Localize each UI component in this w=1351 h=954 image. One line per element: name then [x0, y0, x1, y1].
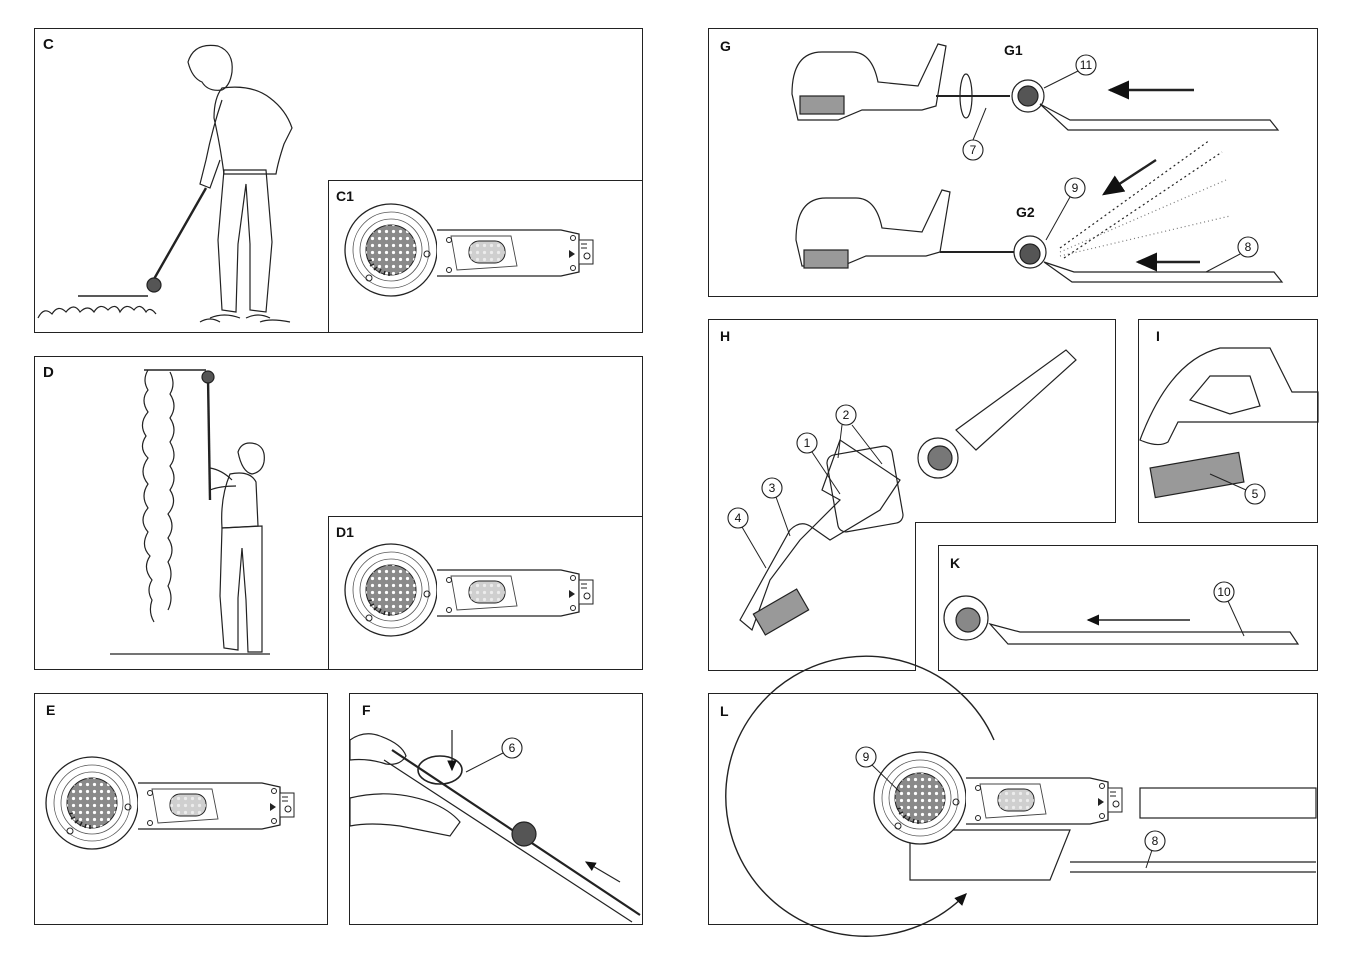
callout-4-text: 4: [735, 511, 742, 525]
callout-8-l-text: 8: [1152, 834, 1159, 848]
panel-label-e: E: [46, 702, 55, 718]
callout-6-text: 6: [509, 741, 516, 755]
panel-label-l: L: [720, 703, 729, 719]
illustration-i: [1140, 348, 1318, 498]
illustration-f: [350, 730, 640, 922]
callout-2-text: 2: [843, 408, 850, 422]
callout-9-l-text: 9: [863, 750, 870, 764]
callout-1-text: 1: [804, 436, 811, 450]
callout-9-g-text: 9: [1072, 181, 1079, 195]
callouts: [502, 55, 1265, 851]
callout-11-text: 11: [1080, 58, 1093, 72]
panel-label-g: G: [720, 38, 731, 54]
leader-lines: [466, 71, 1246, 868]
panel-label-d1: D1: [336, 524, 354, 540]
panel-label-g2: G2: [1016, 204, 1035, 220]
callout-10-text: 10: [1217, 585, 1231, 599]
callout-8-g-text: 8: [1245, 240, 1252, 254]
illustration-d: [110, 370, 270, 654]
callout-7-text: 7: [970, 143, 977, 157]
panel-label-h: H: [720, 328, 730, 344]
panel-label-g1: G1: [1004, 42, 1023, 58]
illustration-h: [740, 350, 1076, 635]
illustration-g: [792, 44, 1282, 282]
panel-label-i: I: [1156, 328, 1160, 344]
illustration-c: [38, 45, 292, 322]
panel-label-c1: C1: [336, 188, 354, 204]
illustration-k: [944, 596, 1298, 644]
callout-3-text: 3: [769, 481, 776, 495]
panel-label-k: K: [950, 555, 960, 571]
callout-5-text: 5: [1252, 487, 1259, 501]
panel-label-f: F: [362, 702, 371, 718]
panel-label-c: C: [43, 36, 54, 53]
panel-label-d: D: [43, 364, 54, 381]
